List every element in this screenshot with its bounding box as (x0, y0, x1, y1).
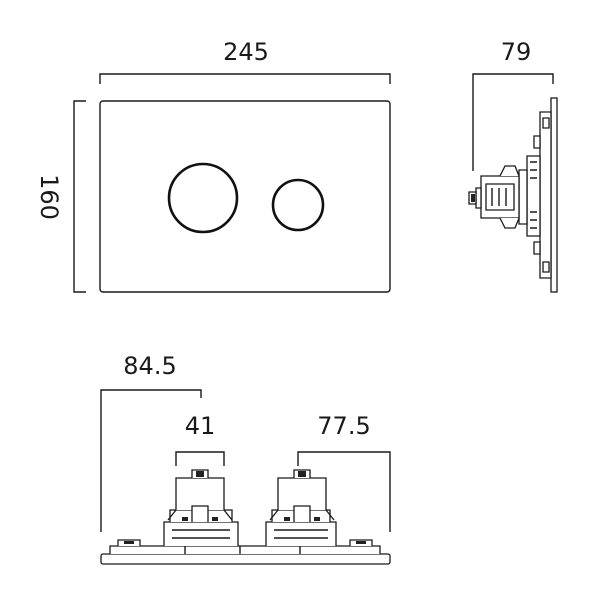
full-flush-button (167, 162, 239, 234)
offset-left-label: 84.5 (123, 352, 176, 380)
side-actuator (468, 165, 520, 229)
offset-right-label: 77.5 (317, 412, 370, 440)
button-width-label: 41 (185, 412, 216, 440)
depth-dimension: 79 (472, 38, 554, 171)
height-dimension: 160 (35, 100, 86, 293)
side-view: 79 (468, 38, 558, 293)
button-width-dimension: 41 (175, 412, 225, 466)
bottom-plate (100, 539, 391, 565)
half-flush-button (271, 178, 325, 232)
side-plate (550, 97, 558, 293)
flush-plate-outline (99, 100, 391, 293)
right-actuator (265, 469, 337, 546)
width-dimension: 245 (99, 38, 391, 84)
side-frame (518, 111, 552, 279)
offset-right-dimension: 77.5 (297, 412, 391, 532)
front-view: 245 160 (35, 38, 391, 293)
offset-left-dimension: 84.5 (100, 352, 202, 532)
width-label: 245 (223, 38, 269, 66)
depth-label: 79 (501, 38, 532, 66)
bottom-view: 84.5 41 77.5 (100, 352, 391, 565)
height-label: 160 (35, 174, 63, 220)
left-actuator (163, 469, 239, 546)
